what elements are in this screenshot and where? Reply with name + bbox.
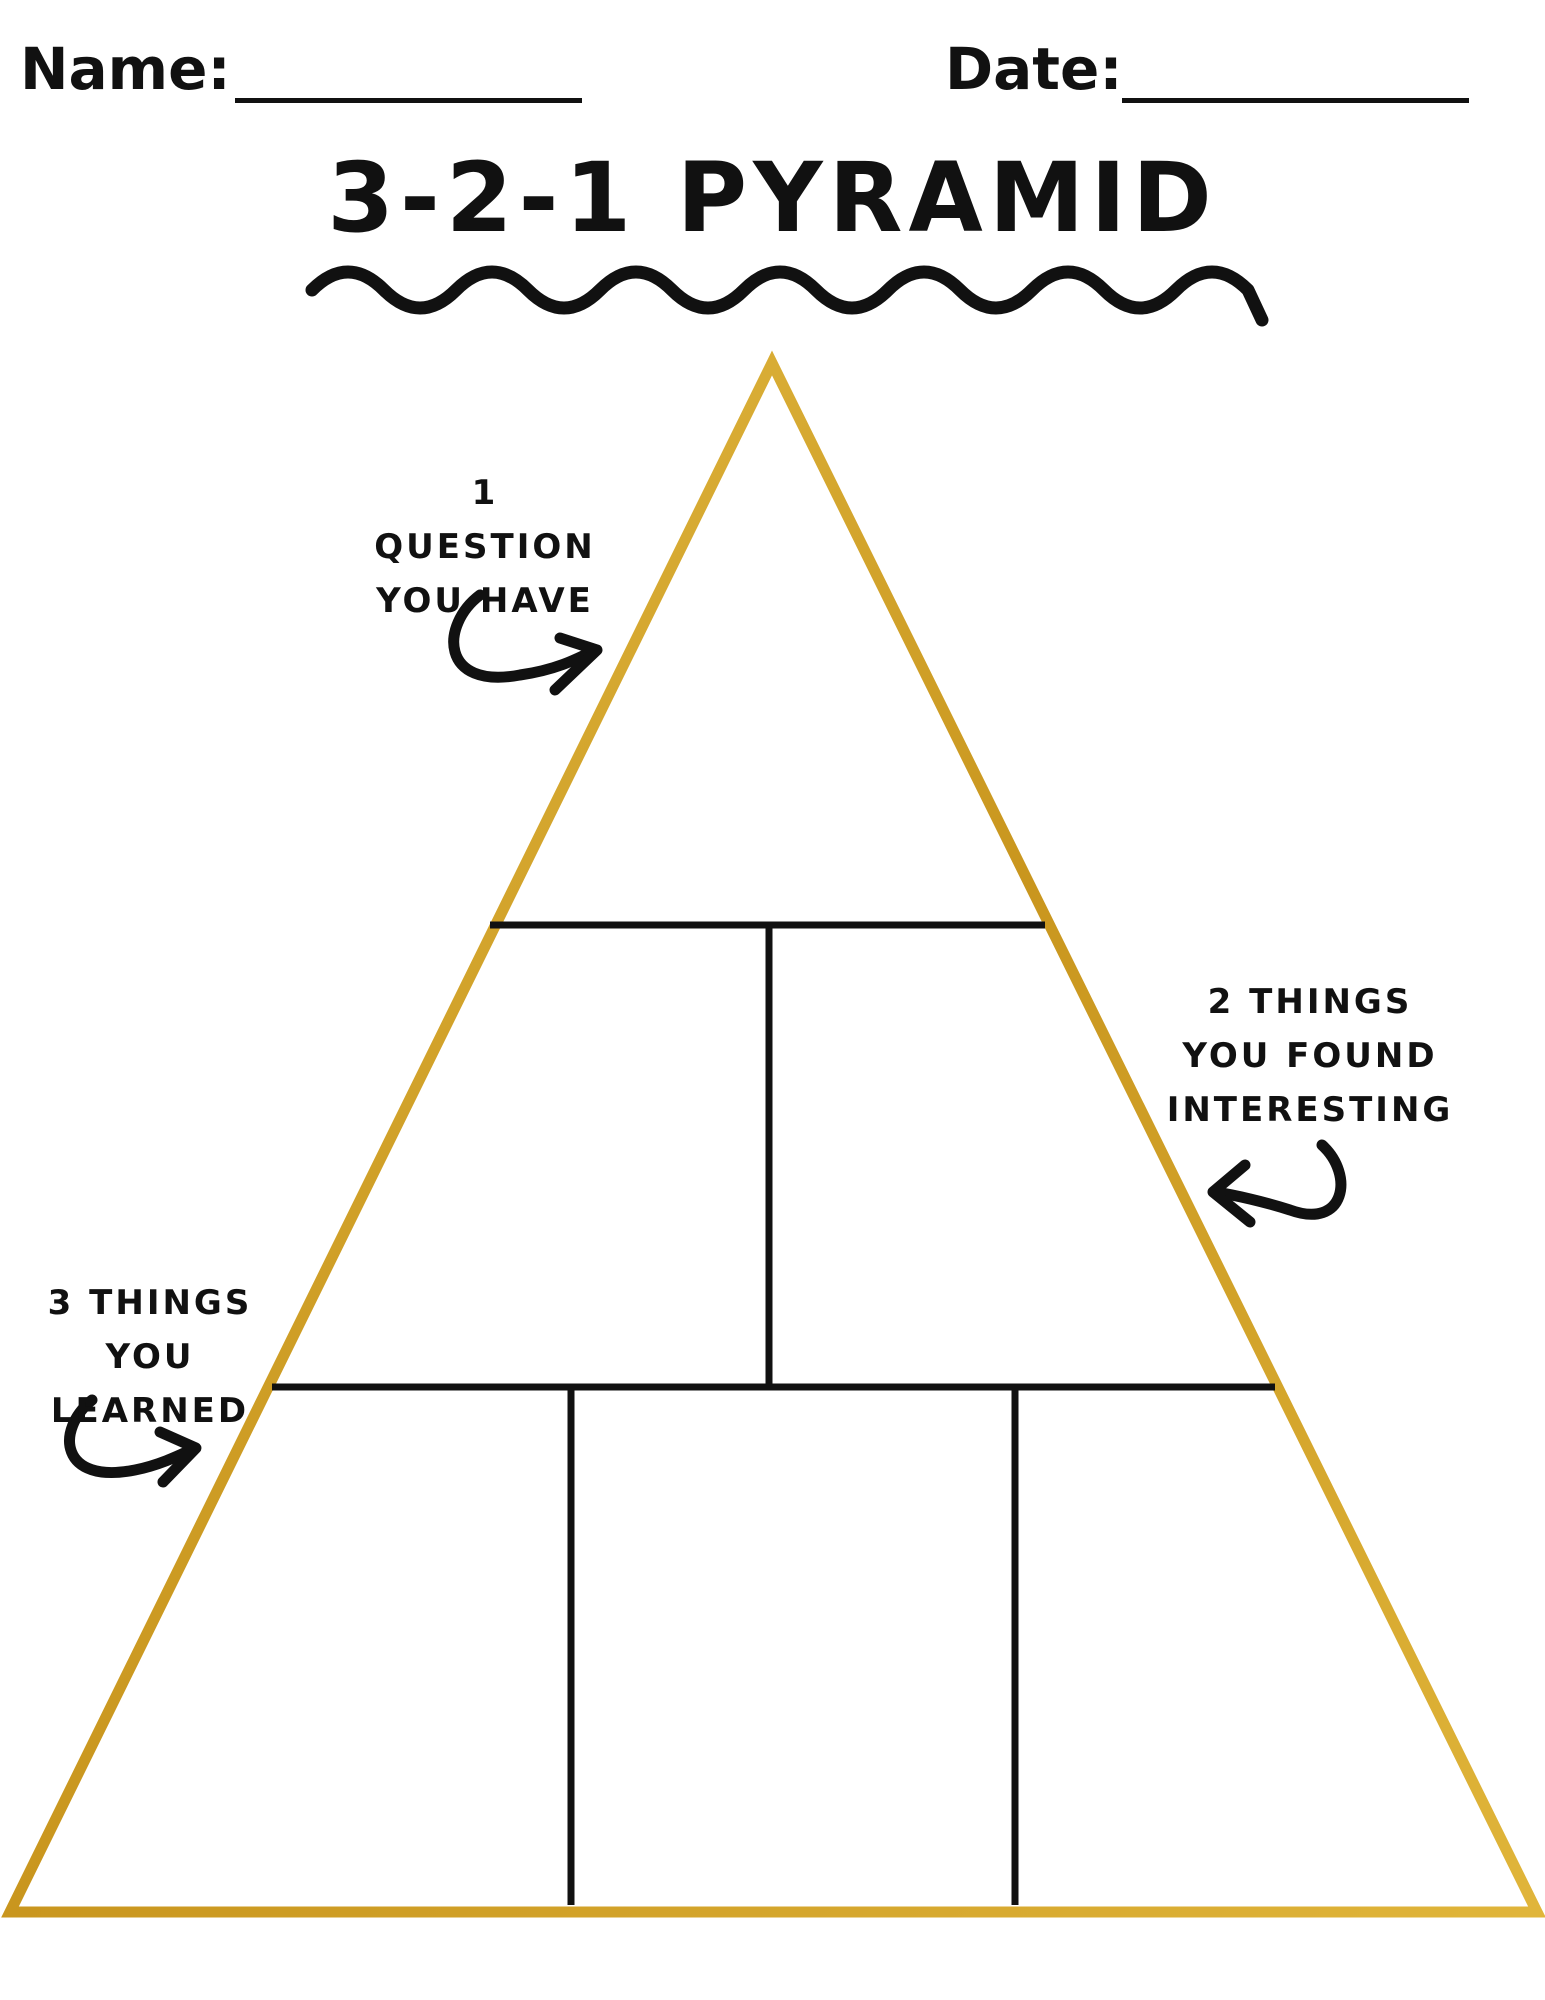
page-title: 3-2-1 PYRAMID	[327, 142, 1218, 254]
hint-right-interesting: 2 THINGS YOU FOUND INTERESTING	[1160, 975, 1460, 1137]
hint-left-learned: 3 THINGS YOU LEARNED	[10, 1276, 290, 1438]
hint-line: YOU FOUND	[1182, 1036, 1438, 1076]
date-field[interactable]	[1122, 42, 1469, 103]
hint-line: INTERESTING	[1166, 1090, 1454, 1130]
pyramid-outline	[1, 350, 1545, 1918]
hint-line: 1 QUESTION	[374, 473, 596, 567]
name-label: Name:	[20, 35, 231, 103]
hint-line: 3 THINGS	[47, 1283, 253, 1323]
hint-line: YOU LEARNED	[50, 1337, 250, 1431]
curved-arrow-icon	[1207, 1139, 1347, 1228]
hint-line: 2 THINGS	[1207, 982, 1413, 1022]
hint-line: YOU HAVE	[376, 581, 594, 621]
name-field[interactable]	[235, 42, 582, 103]
curved-arrow-icon	[448, 589, 603, 696]
wavy-underline	[305, 265, 1269, 327]
curved-arrow-icon	[64, 1394, 202, 1488]
date-label: Date:	[945, 35, 1123, 103]
hint-top-question: 1 QUESTION YOU HAVE	[360, 466, 610, 628]
